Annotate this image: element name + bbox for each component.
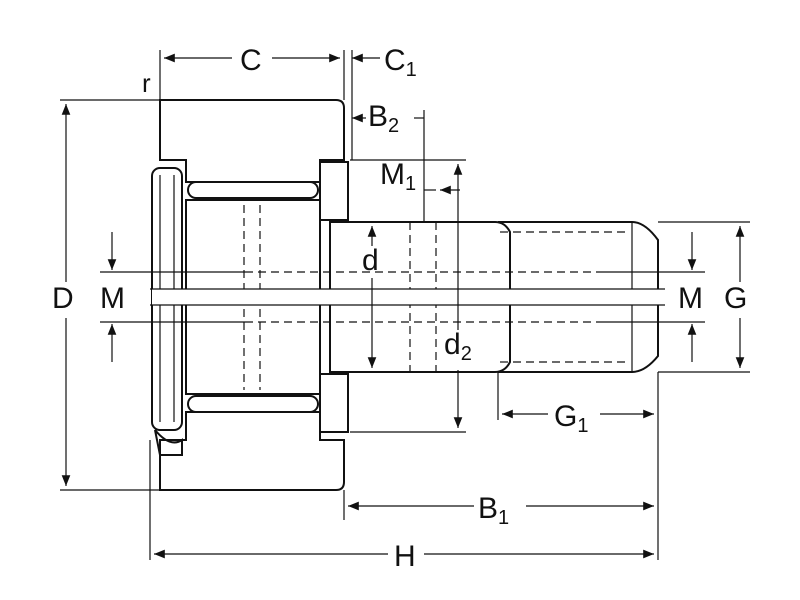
label-b2: B2 (368, 100, 399, 137)
dimension-labels: r C C1 B2 M1 d D M d2 M G G1 B1 H (52, 44, 747, 573)
label-c: C (240, 44, 262, 77)
extension-lines (60, 50, 750, 560)
seal-plate (151, 167, 183, 456)
label-m1: M1 (380, 158, 416, 195)
rollers (187, 161, 349, 433)
label-r: r (142, 68, 151, 98)
label-d-upper: D (52, 282, 74, 315)
label-b1: B1 (478, 492, 509, 529)
dimension-lines (61, 53, 745, 559)
label-m-right: M (678, 282, 703, 315)
label-d2: d2 (444, 328, 472, 365)
label-c1: C1 (384, 44, 417, 81)
label-h: H (394, 540, 416, 573)
label-g: G (724, 282, 747, 315)
label-d-lower: d (362, 244, 379, 277)
label-m-left: M (100, 282, 125, 315)
stud-shaft (150, 199, 665, 395)
label-g1: G1 (554, 400, 588, 437)
outer-ring (159, 99, 345, 491)
